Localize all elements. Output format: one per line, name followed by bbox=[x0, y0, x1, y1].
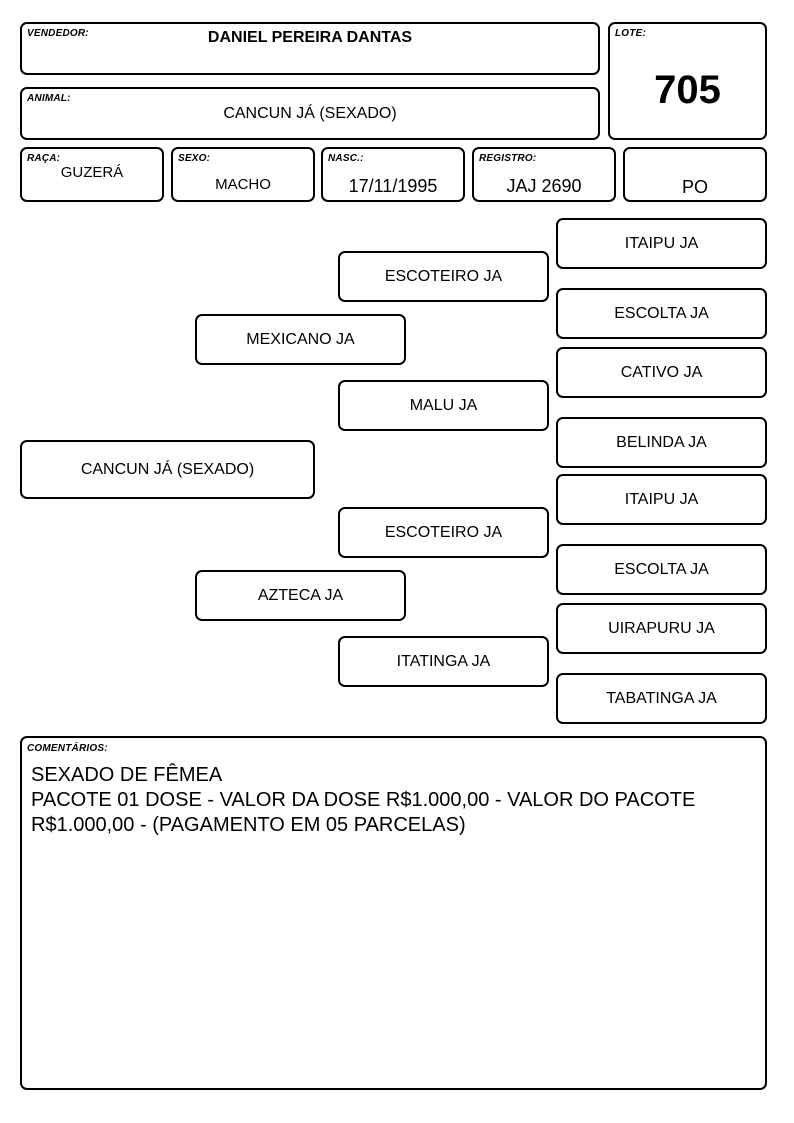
pedigree-sds: CATIVO JA bbox=[556, 347, 767, 398]
pedigree-dds: UIRAPURU JA bbox=[556, 603, 767, 654]
vendedor-label: VENDEDOR: bbox=[27, 28, 89, 39]
pedigree-dsd: ESCOLTA JA bbox=[556, 544, 767, 595]
nasc-value: 17/11/1995 bbox=[348, 176, 438, 196]
pedigree-sire-sire: ESCOTEIRO JA bbox=[338, 251, 549, 302]
tipo-value: PO bbox=[681, 177, 708, 197]
pedigree-dam-sire: ESCOTEIRO JA bbox=[338, 507, 549, 558]
raca-box: RAÇA: GUZERÁ bbox=[20, 147, 164, 202]
comment-line: SEXADO DE FÊMEA bbox=[31, 764, 223, 786]
animal-label: ANIMAL: bbox=[27, 93, 71, 104]
lote-number: 705 bbox=[654, 68, 721, 112]
animal-box: ANIMAL: CANCUN JÁ (SEXADO) bbox=[20, 87, 600, 140]
sexo-box: SEXO: MACHO bbox=[171, 147, 315, 202]
registro-value: JAJ 2690 bbox=[506, 176, 582, 196]
tipo-box: PO bbox=[623, 147, 767, 202]
sexo-value: MACHO bbox=[215, 176, 271, 193]
comment-line: R$1.000,00 - (PAGAMENTO EM 05 PARCELAS) bbox=[31, 814, 466, 836]
vendedor-box: VENDEDOR: DANIEL PEREIRA DANTAS bbox=[20, 22, 600, 75]
lote-label: LOTE: bbox=[615, 28, 646, 39]
pedigree-sdd: BELINDA JA bbox=[556, 417, 767, 468]
comments-text: SEXADO DE FÊMEA PACOTE 01 DOSE - VALOR D… bbox=[31, 763, 745, 838]
lote-box: LOTE: 705 bbox=[608, 22, 767, 140]
sexo-label: SEXO: bbox=[178, 153, 211, 164]
comment-line: PACOTE 01 DOSE - VALOR DA DOSE R$1.000,0… bbox=[31, 789, 696, 811]
nasc-label: NASC.: bbox=[328, 153, 364, 164]
nasc-box: NASC.: 17/11/1995 bbox=[321, 147, 465, 202]
registro-box: REGISTRO: JAJ 2690 bbox=[472, 147, 616, 202]
pedigree-dss: ITAIPU JA bbox=[556, 474, 767, 525]
pedigree-sire-dam: MALU JA bbox=[338, 380, 549, 431]
pedigree-sire: MEXICANO JA bbox=[195, 314, 406, 365]
animal-value: CANCUN JÁ (SEXADO) bbox=[223, 105, 397, 122]
pedigree-dam: AZTECA JA bbox=[195, 570, 406, 621]
vendedor-value: DANIEL PEREIRA DANTAS bbox=[207, 29, 413, 46]
pedigree-ssd: ESCOLTA JA bbox=[556, 288, 767, 339]
pedigree-ddd: TABATINGA JA bbox=[556, 673, 767, 724]
raca-value: GUZERÁ bbox=[60, 164, 124, 181]
pedigree-dam-dam: ITATINGA JA bbox=[338, 636, 549, 687]
pedigree-animal: CANCUN JÁ (SEXADO) bbox=[20, 440, 315, 499]
comments-label: COMENTÁRIOS: bbox=[27, 743, 108, 754]
registro-label: REGISTRO: bbox=[479, 153, 537, 164]
comments-box: COMENTÁRIOS: SEXADO DE FÊMEA PACOTE 01 D… bbox=[20, 736, 767, 1090]
pedigree-sss: ITAIPU JA bbox=[556, 218, 767, 269]
raca-label: RAÇA: bbox=[27, 153, 61, 164]
